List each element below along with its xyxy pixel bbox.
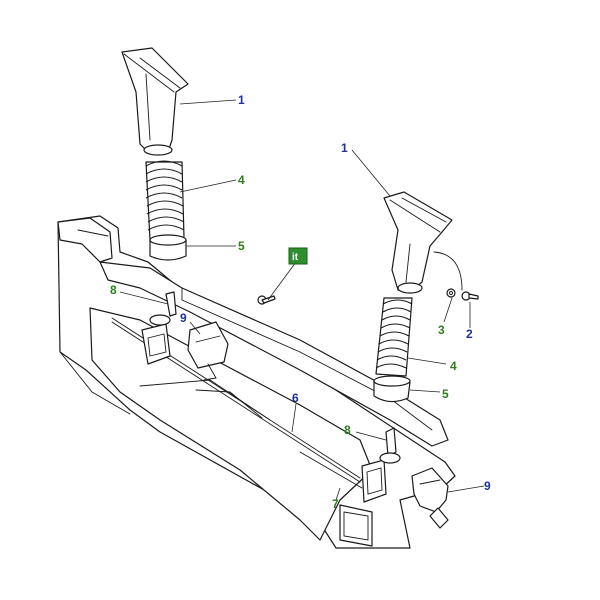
- washer: [446, 288, 456, 298]
- callout-9-left: 9: [180, 311, 187, 325]
- callout-5-left: 5: [238, 239, 245, 253]
- right-bracket: [361, 427, 401, 503]
- top-screw: [257, 295, 276, 305]
- callout-labels: 1 4 5 1 3 2 4 5 8 9 6 8 9 7: [110, 93, 491, 511]
- tray-body: [57, 215, 456, 549]
- callout-1-left: 1: [238, 93, 245, 107]
- callout-6: 6: [292, 391, 299, 405]
- left-bellows: [145, 160, 185, 241]
- callout-7: 7: [332, 497, 339, 511]
- right-bellows: [375, 297, 413, 377]
- callout-9-right: 9: [484, 479, 491, 493]
- right-funnel: [383, 191, 463, 294]
- leader-lines: [119, 99, 485, 501]
- right-seal-ring: [373, 375, 411, 403]
- info-badge-label: it: [292, 252, 299, 263]
- left-seal-ring: [149, 234, 187, 261]
- right-clamp: [411, 467, 449, 529]
- left-clamp: [187, 321, 229, 381]
- callout-8-right: 8: [344, 423, 351, 437]
- left-funnel: [121, 47, 189, 156]
- callout-5-right: 5: [442, 387, 449, 401]
- callout-4-left: 4: [238, 173, 245, 187]
- left-bracket: [141, 291, 177, 365]
- callout-8-left: 8: [110, 283, 117, 297]
- callout-1-right: 1: [341, 141, 348, 155]
- info-badge: it: [288, 247, 308, 265]
- callout-3: 3: [438, 323, 445, 337]
- callout-2: 2: [466, 327, 473, 341]
- screw: [461, 291, 479, 301]
- callout-4-right: 4: [450, 359, 457, 373]
